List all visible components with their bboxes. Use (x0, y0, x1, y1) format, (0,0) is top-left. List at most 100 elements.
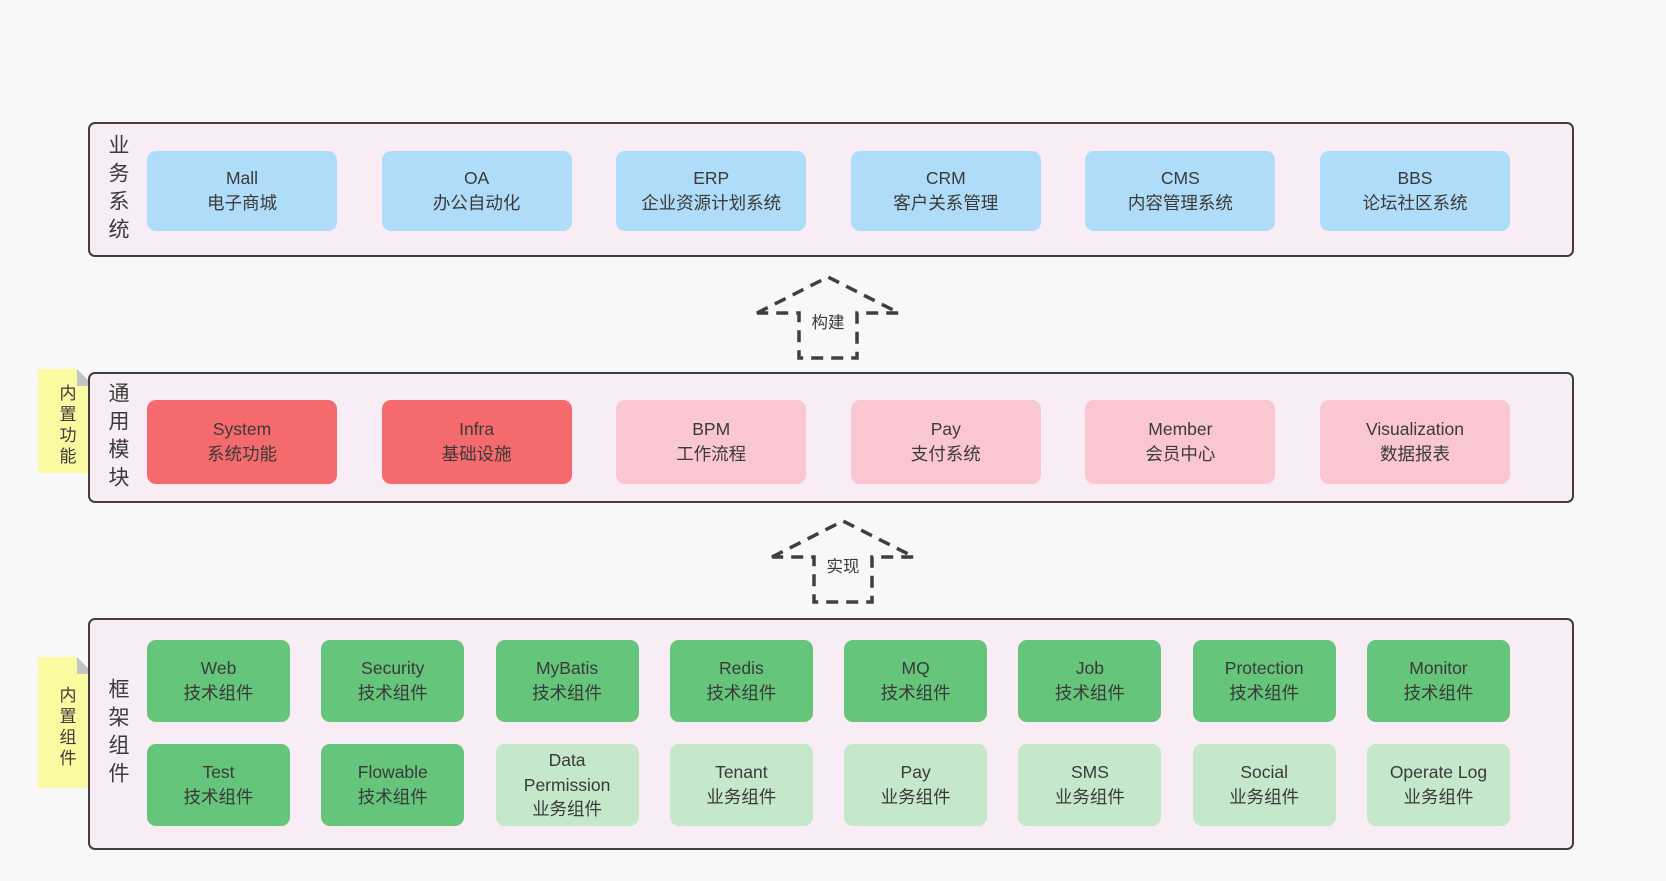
box-name: Redis (718, 658, 764, 679)
box-name: Visualization (1366, 419, 1464, 440)
box-name: Operate Log (1389, 762, 1488, 783)
box-erp: ERP 企业资源计划系统 (616, 151, 807, 231)
layer-framework-components: 框架组件 Web 技术组件 Security 技术组件 MyBatis 技术组件… (88, 618, 1574, 850)
box-desc: 内容管理系统 (1127, 193, 1233, 213)
up-arrow-icon (756, 275, 900, 360)
box-desc: 技术组件 (357, 683, 428, 703)
box-tenant: Tenant 业务组件 (669, 744, 813, 826)
layer-title: 框架组件 (106, 678, 129, 790)
box-desc: 电子商城 (207, 193, 277, 213)
box-desc: 技术组件 (357, 787, 428, 807)
box-member: Member 会员中心 (1085, 400, 1276, 484)
box-desc: 论坛社区系统 (1362, 193, 1468, 213)
box-web: Web 技术组件 (147, 640, 290, 722)
box-bbs: BBS 论坛社区系统 (1319, 151, 1510, 231)
box-mq: MQ 技术组件 (844, 640, 988, 722)
box-desc: 技术组件 (1403, 683, 1474, 703)
box-name: Tenant (715, 762, 768, 783)
arrow-label: 实现 (823, 553, 863, 577)
box-desc: 业务组件 (706, 787, 777, 807)
layer-title: 通用模块 (106, 381, 129, 494)
box-row: System 系统功能 Infra 基础设施 BPM 工作流程 Pay 支付系统… (147, 400, 1510, 484)
box-name: Monitor (1409, 658, 1468, 679)
box-flowable: Flowable 技术组件 (321, 744, 465, 826)
box-desc: 基础设施 (441, 444, 512, 464)
box-name: MQ (901, 658, 930, 679)
layer-business-systems: 业务系统 Mall 电子商城 OA 办公自动化 ERP 企业资源计划系统 CRM… (88, 122, 1574, 257)
box-bpm: BPM 工作流程 (616, 400, 807, 484)
box-name: Security (361, 658, 425, 679)
box-desc: 业务组件 (532, 799, 603, 820)
dashed-up-arrow-implement: 实现 (768, 517, 918, 605)
box-monitor: Monitor 技术组件 (1366, 640, 1510, 722)
box-pay-module: Pay 支付系统 (850, 400, 1041, 484)
box-cms: CMS 内容管理系统 (1085, 151, 1276, 231)
box-name: Infra (459, 419, 495, 440)
box-operate-log: Operate Log 业务组件 (1366, 744, 1510, 826)
box-desc: 企业资源计划系统 (641, 193, 782, 213)
sticky-note-label: 内置组件 (56, 685, 76, 770)
box-name: OA (463, 168, 490, 189)
box-system: System 系统功能 (147, 400, 337, 484)
box-infra: Infra 基础设施 (381, 400, 572, 484)
dashed-up-arrow-build: 构建 (753, 273, 903, 361)
box-desc: 技术组件 (183, 787, 254, 807)
box-row: Mall 电子商城 OA 办公自动化 ERP 企业资源计划系统 CRM 客户关系… (147, 151, 1510, 231)
box-row: Test 技术组件 Flowable 技术组件 Data Permission … (147, 744, 1510, 826)
sticky-note-builtin-features: 内置功能 (38, 369, 94, 473)
box-name: SMS (1070, 762, 1109, 783)
box-data-permission: Data Permission 业务组件 (495, 744, 639, 826)
box-desc: 业务组件 (1054, 787, 1125, 807)
box-oa: OA 办公自动化 (381, 151, 572, 231)
box-desc: 客户关系管理 (893, 193, 999, 213)
box-name: CMS (1160, 168, 1200, 189)
box-desc: 技术组件 (532, 683, 603, 703)
box-desc: 会员中心 (1145, 444, 1216, 464)
box-desc: 工作流程 (676, 444, 747, 464)
box-social: Social 业务组件 (1192, 744, 1336, 826)
box-name: Job (1075, 658, 1105, 679)
box-job: Job 技术组件 (1018, 640, 1162, 722)
sticky-note-label: 内置功能 (56, 384, 76, 468)
box-name: Social (1240, 762, 1289, 783)
box-name: Pay (900, 762, 931, 783)
box-sms: SMS 业务组件 (1018, 744, 1162, 826)
layer-common-modules: 通用模块 System 系统功能 Infra 基础设施 BPM 工作流程 Pay… (88, 372, 1574, 503)
box-redis: Redis 技术组件 (669, 640, 813, 722)
box-mall: Mall 电子商城 (147, 151, 337, 231)
box-name: MyBatis (535, 658, 599, 679)
box-security: Security 技术组件 (321, 640, 465, 722)
box-mybatis: MyBatis 技术组件 (495, 640, 639, 722)
box-desc: 技术组件 (1229, 683, 1300, 703)
box-name: Data Permission (523, 749, 611, 795)
box-desc: 技术组件 (1054, 683, 1125, 703)
up-arrow-icon (771, 519, 915, 604)
box-crm: CRM 客户关系管理 (850, 151, 1041, 231)
sticky-note-builtin-components: 内置组件 (38, 657, 94, 788)
box-desc: 业务组件 (1403, 787, 1474, 807)
box-desc: 技术组件 (706, 683, 777, 703)
layer-title: 业务系统 (106, 133, 129, 246)
box-desc: 技术组件 (880, 683, 951, 703)
box-desc: 系统功能 (207, 444, 277, 464)
box-name: BPM (692, 419, 731, 440)
box-pay-component: Pay 业务组件 (844, 744, 988, 826)
box-name: ERP (693, 168, 730, 189)
box-desc: 支付系统 (910, 444, 981, 464)
box-name: Pay (930, 419, 961, 440)
box-name: Test (202, 762, 235, 783)
box-visualization: Visualization 数据报表 (1319, 400, 1510, 484)
box-protection: Protection 技术组件 (1192, 640, 1336, 722)
box-name: Flowable (357, 762, 428, 783)
box-desc: 业务组件 (1229, 787, 1300, 807)
box-test: Test 技术组件 (147, 744, 290, 826)
box-desc: 数据报表 (1379, 444, 1450, 464)
box-row: Web 技术组件 Security 技术组件 MyBatis 技术组件 Redi… (147, 640, 1510, 722)
box-name: Member (1148, 419, 1213, 440)
box-name: BBS (1397, 168, 1433, 189)
box-name: System (212, 419, 272, 440)
box-desc: 业务组件 (880, 787, 951, 807)
box-name: CRM (925, 168, 966, 189)
box-desc: 办公自动化 (432, 193, 521, 213)
